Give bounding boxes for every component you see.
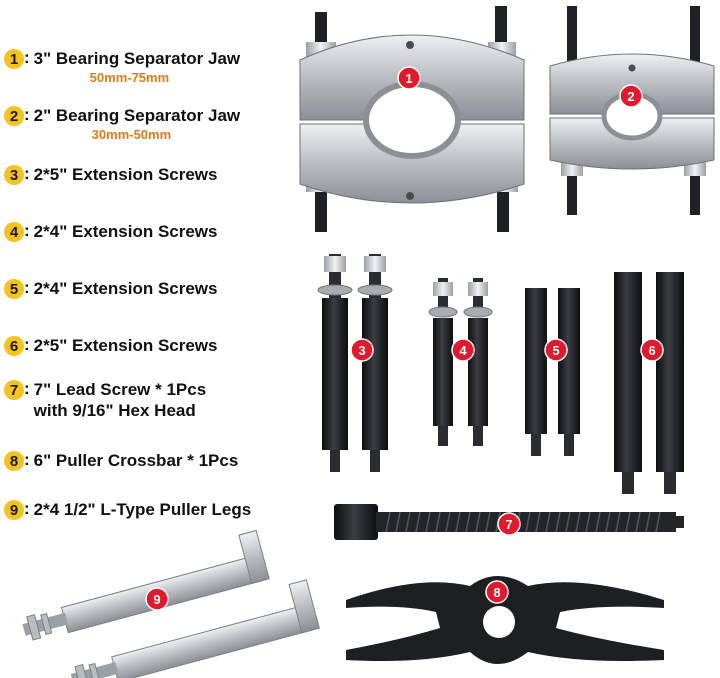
number-bullet: 2 — [4, 106, 24, 126]
list-item: 6: 2*5" Extension Screws — [4, 335, 217, 356]
svg-text:9: 9 — [153, 592, 160, 607]
item-label: 6" Puller Crossbar * 1Pcs — [33, 451, 239, 470]
list-item: 4: 2*4" Extension Screws — [4, 221, 217, 242]
badge-8: 8 — [485, 580, 509, 604]
extension-screws-3 — [317, 254, 393, 472]
list-item: 3: 2*5" Extension Screws — [4, 164, 217, 185]
svg-text:5: 5 — [552, 343, 559, 358]
list-item: 9: 2*4 1/2" L-Type Puller Legs — [4, 499, 251, 520]
item-label: 3" Bearing Separator Jaw — [33, 49, 241, 68]
svg-text:1: 1 — [405, 71, 412, 86]
extension-screws-6 — [614, 272, 684, 494]
item-label: 2*4" Extension Screws — [33, 222, 218, 241]
item-label-line2: with 9/16" Hex Head — [33, 401, 196, 420]
item-label: 7" Lead Screw * 1Pcs — [33, 380, 207, 399]
svg-text:7: 7 — [505, 517, 512, 532]
item-label: 2*5" Extension Screws — [33, 336, 218, 355]
badge-7: 7 — [497, 512, 521, 536]
svg-text:8: 8 — [493, 585, 500, 600]
extension-screws-5 — [525, 288, 580, 456]
extension-screws-4 — [428, 278, 493, 446]
badge-9: 9 — [145, 587, 169, 611]
bearing-separator-small — [549, 6, 715, 215]
badge-4: 4 — [451, 338, 475, 362]
number-badges: 1 2 3 4 5 6 7 8 9 — [145, 66, 664, 611]
bearing-separator-large — [299, 6, 525, 232]
item-label: 2*4" Extension Screws — [33, 279, 218, 298]
number-bullet: 8 — [4, 451, 24, 471]
number-bullet: 3 — [4, 165, 24, 185]
item-label: 2*5" Extension Screws — [33, 165, 218, 184]
number-bullet: 5 — [4, 279, 24, 299]
number-bullet: 6 — [4, 336, 24, 356]
lead-screw — [334, 504, 684, 540]
badge-5: 5 — [544, 338, 568, 362]
svg-text:2: 2 — [627, 89, 634, 104]
puller-crossbar — [346, 576, 664, 664]
item-sublabel: 50mm-75mm — [89, 70, 170, 85]
badge-6: 6 — [640, 338, 664, 362]
number-bullet: 7 — [4, 380, 24, 400]
svg-text:6: 6 — [648, 343, 655, 358]
item-label: 2" Bearing Separator Jaw — [33, 106, 241, 125]
number-bullet: 1 — [4, 49, 24, 69]
item-sublabel: 30mm-50mm — [91, 127, 172, 142]
list-item: 8: 6" Puller Crossbar * 1Pcs — [4, 450, 238, 471]
list-item: 5: 2*4" Extension Screws — [4, 278, 217, 299]
number-bullet: 9 — [4, 500, 24, 520]
svg-text:4: 4 — [459, 343, 467, 358]
badge-2: 2 — [619, 84, 643, 108]
item-label: 2*4 1/2" L-Type Puller Legs — [33, 500, 252, 519]
badge-1: 1 — [397, 66, 421, 90]
svg-text:3: 3 — [358, 343, 365, 358]
badge-3: 3 — [350, 338, 374, 362]
number-bullet: 4 — [4, 222, 24, 242]
